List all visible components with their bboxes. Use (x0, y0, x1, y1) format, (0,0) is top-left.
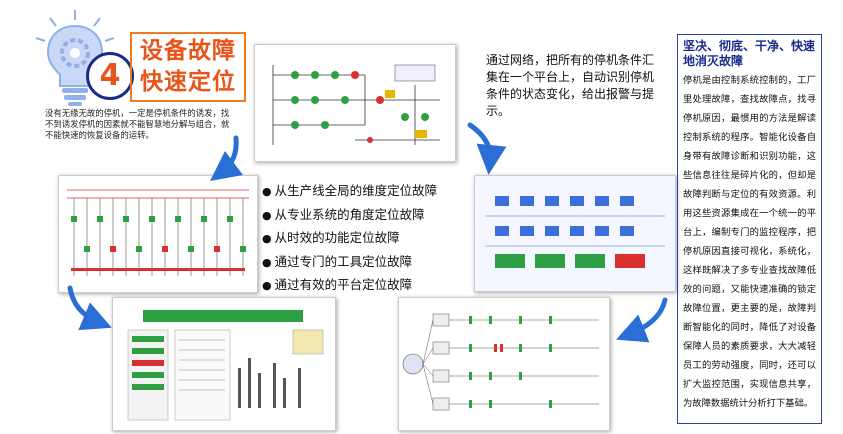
arrow-icon (467, 122, 507, 175)
list-item: ●通过专门的工具定位故障 (262, 253, 413, 269)
list-item: ●从专业系统的角度定位故障 (262, 206, 425, 222)
bullet-icon: ● (262, 279, 272, 292)
title-line-1: 设备故障 (140, 38, 236, 64)
arrow-icon (67, 285, 112, 331)
bullet-icon: ● (262, 255, 272, 269)
process-diagram-screenshot (254, 44, 456, 162)
info-panel: 坚决、彻底、干净、快速地消灭故障 停机是由控制系统控制的，工厂里处理故障，查找故… (677, 34, 822, 424)
section-number-badge: 4 (86, 52, 134, 100)
section-title: 设备故障 快速定位 (130, 32, 246, 102)
fault-tree-screenshot (398, 297, 610, 431)
electrical-schematic-screenshot (58, 175, 258, 293)
panel-title: 坚决、彻底、干净、快速地消灭故障 (683, 39, 816, 68)
list-item: ●从生产线全局的维度定位故障 (262, 183, 438, 198)
network-description: 通过网络，把所有的停机条件汇集在一个平台上，自动识别停机条件的状态变化，给出报警… (486, 53, 655, 118)
bullet-icon: ● (262, 185, 272, 198)
title-line-2: 快速定位 (140, 69, 236, 95)
arrow-icon (210, 135, 244, 182)
network-topology-screenshot (474, 175, 676, 292)
arrow-icon (616, 297, 668, 343)
panel-body: 停机是由控制系统控制的，工厂里处理故障，查找故障点，找寻停机原因，最惯用的方法是… (683, 75, 816, 409)
list-item: ●通过有效的平台定位故障 (262, 277, 413, 292)
bullet-icon: ● (262, 232, 272, 245)
monitoring-dashboard-screenshot (112, 297, 336, 431)
list-item: ●从时效的功能定位故障 (262, 230, 400, 245)
fault-location-methods-list: ●从生产线全局的维度定位故障 ●从专业系统的角度定位故障 ●从时效的功能定位故障… (262, 180, 472, 298)
intro-paragraph: 没有无缘无故的停机，一定是停机条件的诱发，找不到诱发停机的因素就不能智慧地分解与… (45, 108, 230, 141)
bullet-icon: ● (262, 208, 272, 222)
